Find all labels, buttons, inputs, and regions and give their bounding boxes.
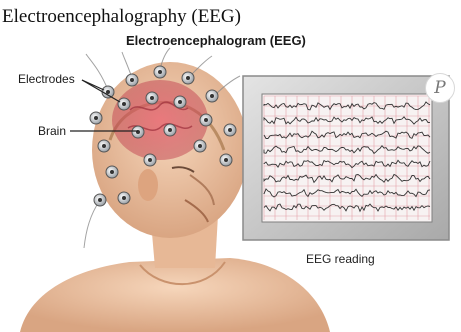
- electrode: [94, 194, 106, 206]
- electrode: [106, 166, 118, 178]
- electrode: [90, 112, 102, 124]
- electrode: [164, 124, 176, 136]
- electrode: [224, 124, 236, 136]
- electrode: [118, 192, 130, 204]
- electrode: [200, 114, 212, 126]
- electrodes-label: Electrodes: [18, 72, 75, 86]
- electrode: [206, 90, 218, 102]
- electrode: [146, 92, 158, 104]
- electrode: [132, 126, 144, 138]
- eeg-reading-caption: EEG reading: [306, 252, 375, 266]
- torso: [20, 258, 330, 332]
- pinterest-pin-button[interactable]: P: [425, 73, 455, 103]
- electrode: [220, 154, 232, 166]
- electrode: [182, 72, 194, 84]
- electrode: [174, 96, 186, 108]
- electrode: [194, 140, 206, 152]
- pinterest-icon: P: [426, 78, 454, 98]
- electrode: [98, 140, 110, 152]
- electrode: [154, 66, 166, 78]
- brain: [112, 80, 208, 160]
- figure-title: Electroencephalogram (EEG): [126, 33, 306, 48]
- electrode: [126, 74, 138, 86]
- brain-label: Brain: [38, 124, 66, 138]
- electrode: [118, 98, 130, 110]
- page-heading: Electroencephalography (EEG): [2, 6, 241, 28]
- electrode: [144, 154, 156, 166]
